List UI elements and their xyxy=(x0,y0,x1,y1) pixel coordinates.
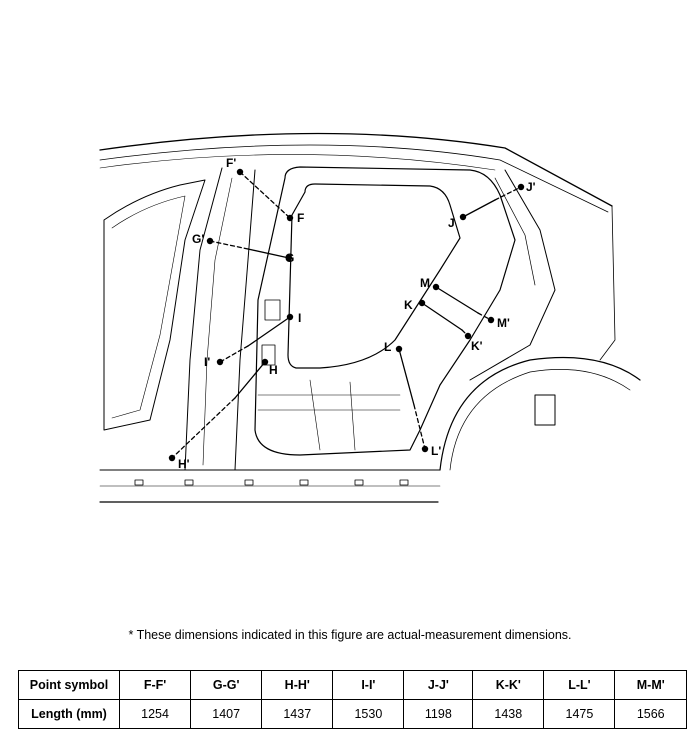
point-i-prime xyxy=(216,358,224,366)
label-j-prime: J' xyxy=(526,180,536,194)
point-l-prime xyxy=(421,445,429,453)
rear-bracket xyxy=(534,394,556,426)
measure-g-dashed xyxy=(209,240,249,250)
pillar-bracket-2 xyxy=(264,299,281,321)
label-k: K xyxy=(404,298,413,312)
dimension-table: Point symbol F-F' G-G' H-H' I-I' J-J' K-… xyxy=(18,670,687,729)
label-l: L xyxy=(384,340,391,354)
front-door-opening-inner xyxy=(111,195,186,419)
table-row-lengths: Length (mm) 1254 1407 1437 1530 1198 143… xyxy=(18,699,687,729)
measure-m-dashed xyxy=(477,312,492,321)
measure-f xyxy=(239,171,291,219)
sill-slot xyxy=(244,479,254,486)
sill-slot xyxy=(134,479,144,486)
symbol-cell: J-J' xyxy=(403,670,474,700)
roof-outer-line xyxy=(99,132,613,207)
rear-end xyxy=(599,205,616,361)
label-j: J xyxy=(448,216,455,230)
label-l-prime: L' xyxy=(431,444,441,458)
symbol-cell: L-L' xyxy=(543,670,616,700)
point-m-prime xyxy=(487,316,495,324)
measure-i-dashed xyxy=(219,345,249,363)
point-g xyxy=(285,254,293,262)
label-h: H xyxy=(269,363,278,377)
point-h-prime xyxy=(168,454,176,462)
length-cell: 1198 xyxy=(403,699,474,729)
length-cell: 1437 xyxy=(261,699,334,729)
label-f: F xyxy=(297,211,304,225)
measure-i-solid xyxy=(247,316,291,347)
measure-j-solid xyxy=(462,199,496,218)
point-g-prime xyxy=(206,237,214,245)
measure-l-dashed xyxy=(413,404,426,450)
length-cell: 1254 xyxy=(118,699,192,729)
floor-detail-4 xyxy=(349,381,356,451)
measure-h-solid xyxy=(234,361,266,399)
label-f-prime: F' xyxy=(226,156,236,170)
point-j-prime xyxy=(517,183,525,191)
symbol-cell: G-G' xyxy=(190,670,263,700)
roof-inner-line xyxy=(99,144,609,213)
length-cell: 1475 xyxy=(543,699,616,729)
roof-inner-line-2 xyxy=(99,154,496,171)
point-f xyxy=(286,214,294,222)
symbol-cell: K-K' xyxy=(472,670,545,700)
point-l xyxy=(395,345,403,353)
b-pillar-mid xyxy=(202,177,233,466)
label-h-prime: H' xyxy=(178,457,190,471)
point-labels: F' F G' G I I' H H' J' J M K M' K' L L' xyxy=(178,156,536,471)
label-m-prime: M' xyxy=(497,316,510,330)
point-k-prime xyxy=(464,332,472,340)
row-header-length: Length (mm) xyxy=(18,699,120,729)
c-pillar-inner xyxy=(494,177,536,286)
measurement-points xyxy=(168,168,525,462)
sill-slot xyxy=(184,479,194,486)
label-m: M xyxy=(420,276,430,290)
measure-k-solid xyxy=(421,302,463,331)
c-pillar-outer xyxy=(469,169,556,381)
measure-m-solid xyxy=(435,286,479,314)
pillar-bracket xyxy=(261,344,276,366)
b-pillar-outer xyxy=(184,167,223,471)
point-k xyxy=(418,299,426,307)
symbol-cell: M-M' xyxy=(614,670,687,700)
rear-wheel-arch xyxy=(439,356,641,471)
front-door-opening xyxy=(103,179,206,431)
label-k-prime: K' xyxy=(471,339,483,353)
measure-l-solid xyxy=(398,348,415,406)
length-cell: 1438 xyxy=(472,699,545,729)
sill-slot xyxy=(354,479,364,486)
rear-door-opening xyxy=(254,166,516,456)
measure-g-solid xyxy=(247,248,290,259)
row-header-point-symbol: Point symbol xyxy=(18,670,120,700)
floor-detail-3 xyxy=(309,379,321,451)
length-cell: 1530 xyxy=(332,699,405,729)
rear-window-opening xyxy=(287,183,461,369)
point-f-prime xyxy=(236,168,244,176)
point-m xyxy=(432,283,440,291)
point-j xyxy=(459,213,467,221)
symbol-cell: H-H' xyxy=(261,670,334,700)
label-i-prime: I' xyxy=(204,355,210,369)
label-g: G xyxy=(285,251,294,265)
b-pillar-inner xyxy=(234,169,256,471)
measure-h-dashed xyxy=(171,397,236,459)
label-i: I xyxy=(298,311,301,325)
rear-wheel-arch-inner xyxy=(449,369,631,471)
length-cell: 1407 xyxy=(190,699,263,729)
symbol-cell: F-F' xyxy=(118,670,192,700)
measurement-note: * These dimensions indicated in this fig… xyxy=(128,628,572,642)
symbol-cell: I-I' xyxy=(332,670,405,700)
body-side-diagram: F' F G' G I I' H H' J' J M K M' K' L L' xyxy=(99,132,641,503)
point-i xyxy=(286,313,294,321)
length-cell: 1566 xyxy=(614,699,687,729)
measurement-lines xyxy=(171,171,522,459)
sill-slot xyxy=(399,479,409,486)
sill-slot xyxy=(299,479,309,486)
measure-j-dashed xyxy=(494,186,522,201)
point-h xyxy=(261,358,269,366)
table-row-symbols: Point symbol F-F' G-G' H-H' I-I' J-J' K-… xyxy=(18,670,687,700)
label-g-prime: G' xyxy=(192,232,204,246)
